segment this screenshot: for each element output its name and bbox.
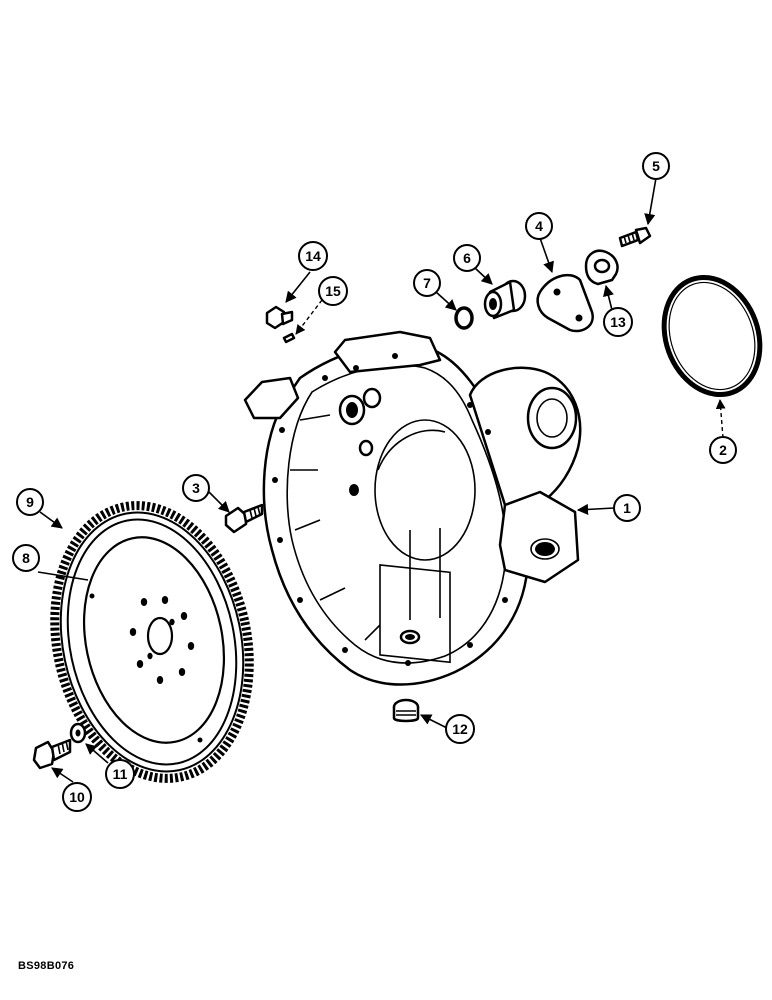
callout-label: 5 xyxy=(652,158,660,174)
cover-plate xyxy=(536,273,594,333)
callout-14: 14 xyxy=(298,241,328,271)
callout-label: 10 xyxy=(69,789,85,805)
callout-label: 8 xyxy=(22,550,30,566)
cover-bolt xyxy=(618,226,652,248)
seal-ring xyxy=(454,306,474,330)
callout-label: 12 xyxy=(452,721,468,737)
callout-8: 8 xyxy=(12,544,40,572)
callout-6: 6 xyxy=(453,244,481,272)
pipe-plug xyxy=(392,698,420,723)
callout-5: 5 xyxy=(642,152,670,180)
callout-label: 15 xyxy=(325,283,341,299)
callout-11: 11 xyxy=(105,759,135,789)
callout-10: 10 xyxy=(62,782,92,812)
callout-12: 12 xyxy=(445,714,475,744)
callout-3: 3 xyxy=(182,474,210,502)
washer xyxy=(69,722,87,744)
flywheel xyxy=(66,518,238,766)
plug xyxy=(483,279,527,320)
callout-label: 3 xyxy=(192,480,200,496)
callout-4: 4 xyxy=(525,212,553,240)
flywheel-bolt xyxy=(32,738,72,770)
leader-lines xyxy=(37,177,726,783)
callout-label: 9 xyxy=(26,494,34,510)
callout-label: 6 xyxy=(463,250,471,266)
callout-label: 11 xyxy=(113,766,128,782)
bracket xyxy=(584,249,619,286)
callout-9: 9 xyxy=(16,488,44,516)
callout-label: 13 xyxy=(610,314,626,330)
callout-label: 4 xyxy=(535,218,543,234)
fitting xyxy=(265,305,294,330)
pin xyxy=(282,332,296,344)
callout-15: 15 xyxy=(318,276,348,306)
callout-label: 1 xyxy=(623,500,631,516)
flywheel-housing xyxy=(243,330,582,686)
callout-label: 14 xyxy=(305,248,321,264)
callout-13: 13 xyxy=(603,307,633,337)
callout-label: 2 xyxy=(719,442,727,458)
reference-code: BS98B076 xyxy=(18,960,75,972)
o-ring-seal xyxy=(661,274,763,398)
callout-2: 2 xyxy=(709,436,737,464)
callout-label: 7 xyxy=(423,275,431,291)
callout-1: 1 xyxy=(613,494,641,522)
housing-bolt xyxy=(224,503,264,534)
callout-7: 7 xyxy=(413,269,441,297)
